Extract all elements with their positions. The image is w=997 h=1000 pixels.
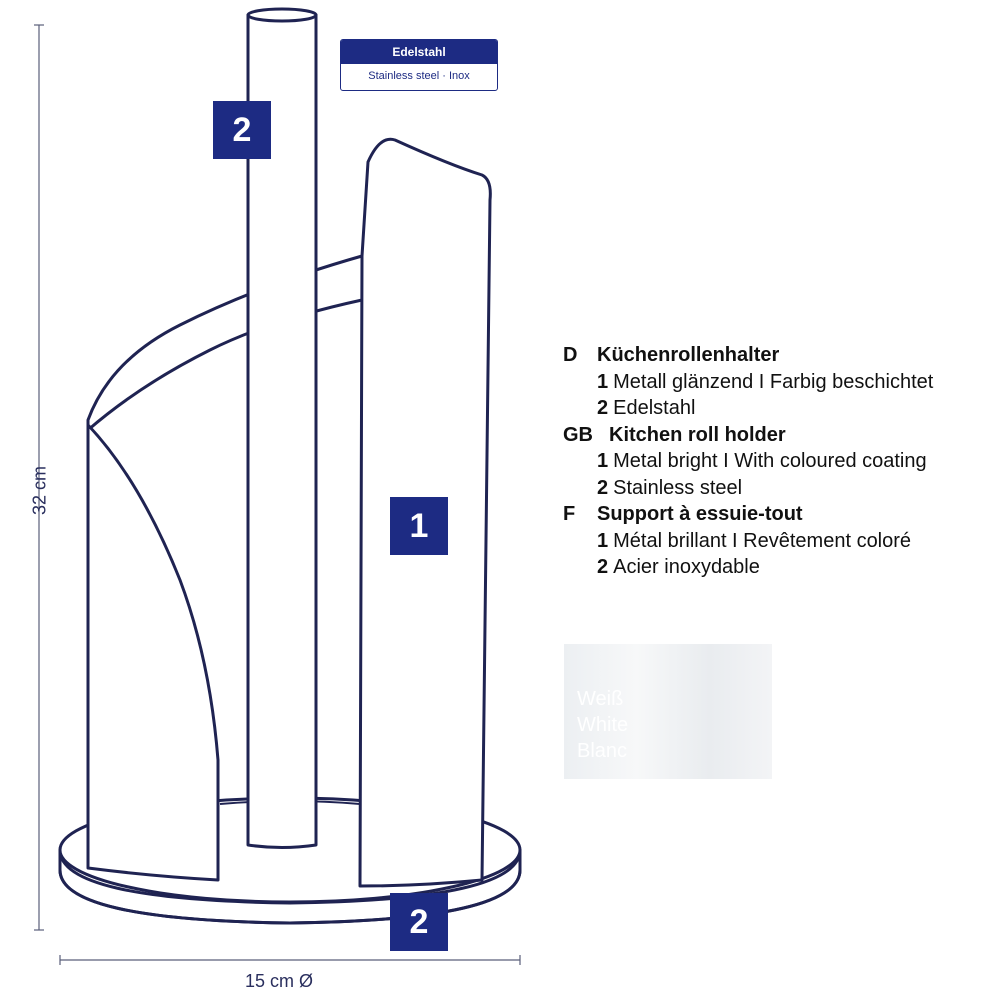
language-code: GB <box>563 423 593 446</box>
item-text: Metall glänzend I Farbig beschichtet <box>613 370 934 393</box>
item-number: 2 <box>597 556 609 578</box>
legend-title: Support à essuie-tout <box>597 503 803 525</box>
color-name-de: Weiß <box>577 688 624 710</box>
center-rod-top <box>246 7 318 23</box>
part-badge-body: 1 <box>390 497 448 555</box>
height-dimension-label: 32 cm <box>29 465 50 516</box>
width-dimension-label: 15 cm Ø <box>245 971 314 991</box>
language-code: F <box>563 503 576 525</box>
legend-heading-f: F Support à essuie-tout <box>563 501 933 528</box>
material-tag-title: Edelstahl <box>341 40 497 64</box>
item-number: 1 <box>597 370 609 393</box>
item-number: 2 <box>597 476 609 499</box>
item-number: 1 <box>597 450 609 472</box>
center-rod <box>246 13 318 849</box>
body-sheet-back <box>86 254 364 432</box>
language-code: D <box>563 344 578 366</box>
base-plate-rim <box>58 850 522 925</box>
legend-title: Kitchen roll holder <box>609 423 786 446</box>
material-tag-subtitle: Stainless steel · Inox <box>368 70 470 82</box>
height-dimension-line <box>34 24 44 931</box>
color-name-fr: Blanc <box>577 740 628 762</box>
color-swatch-label: Weiß White Blanc <box>577 686 628 764</box>
legend-heading-gb: GB Kitchen roll holder <box>563 422 933 449</box>
body-sheet-front <box>86 423 220 882</box>
item-text: Acier inoxydable <box>613 556 760 578</box>
item-text: Stainless steel <box>613 476 743 499</box>
width-dimension-line <box>59 955 521 965</box>
legend-heading-de: D Küchenrollenhalter <box>563 342 933 369</box>
part-badge-base: 2 <box>390 893 448 951</box>
color-name-en: White <box>577 714 629 736</box>
legend-title: Küchenrollenhalter <box>597 344 780 366</box>
material-tag: Edelstahl Stainless steel · Inox <box>340 39 498 91</box>
item-text: Métal brillant I Revêtement coloré <box>613 529 912 552</box>
item-text: Metal bright I With coloured coating <box>613 450 927 472</box>
color-swatch: Weiß White Blanc <box>564 644 772 779</box>
part-badge-rod: 2 <box>213 101 271 159</box>
item-text: Edelstahl <box>613 397 696 419</box>
item-number: 2 <box>597 397 609 419</box>
item-number: 1 <box>597 529 609 552</box>
